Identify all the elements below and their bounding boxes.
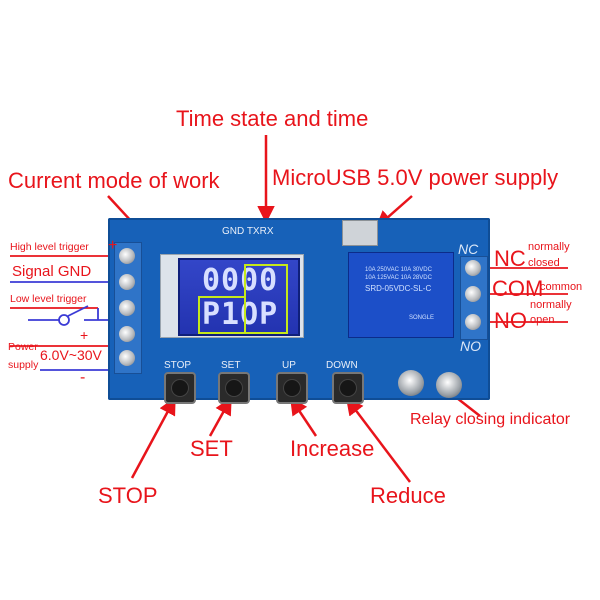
- relay-text-2: 10A 125VAC 10A 28VDC: [365, 275, 432, 281]
- right-terminal-lines: [476, 267, 568, 323]
- label-voltage: 6.0V~30V: [40, 347, 102, 363]
- relay-text-3: SRD-05VDC-SL-C: [365, 284, 432, 293]
- silk-stop: STOP: [164, 360, 192, 371]
- arrow-set: [208, 396, 232, 437]
- minus-power: -: [80, 369, 86, 386]
- silk-nc: NC: [458, 241, 479, 257]
- screw-terminal-1: [119, 248, 135, 264]
- label-current-mode: Current mode of work: [8, 168, 220, 193]
- relay-text-1: 10A 250VAC 10A 30VDC: [365, 267, 432, 273]
- label-nc-desc-1: normally: [528, 241, 570, 253]
- silk-no: NO: [460, 338, 481, 354]
- label-stop: STOP: [98, 483, 158, 508]
- screw-terminal-2: [119, 274, 135, 290]
- capacitor-1: [398, 370, 424, 396]
- label-nc-desc-2: closed: [528, 257, 560, 269]
- arrow-reduce: [345, 397, 411, 483]
- lcd-mode-digits: P1OP: [202, 297, 279, 332]
- capacitor-2: [436, 372, 462, 398]
- label-supply: supply: [8, 359, 39, 371]
- silk-up: UP: [282, 360, 296, 371]
- silk-set: SET: [221, 360, 241, 371]
- plus-power: +: [80, 327, 89, 343]
- lcd-time-digits: 0000: [202, 263, 279, 298]
- label-com-desc: common: [540, 281, 583, 293]
- label-signal-gnd: Signal GND: [12, 263, 92, 280]
- label-set: SET: [190, 436, 233, 461]
- header-label: GND TXRX: [222, 226, 274, 237]
- label-power: Power: [8, 341, 38, 353]
- set-button[interactable]: [218, 372, 250, 404]
- lcd-display: 0000 P1OP: [178, 258, 300, 336]
- label-high-level: High level trigger: [10, 241, 89, 253]
- down-button[interactable]: [332, 372, 364, 404]
- label-nc: NC: [494, 246, 526, 271]
- label-no: NO: [494, 308, 527, 333]
- label-microusb: MicroUSB 5.0V power supply: [272, 165, 559, 190]
- arrow-increase: [290, 397, 318, 437]
- screw-terminal-4: [119, 326, 135, 342]
- label-com: COM: [492, 276, 544, 301]
- up-button[interactable]: [276, 372, 308, 404]
- label-relay-indicator: Relay closing indicator: [410, 411, 571, 428]
- microusb-port: [342, 220, 378, 246]
- lcd-time-highlight: [244, 264, 288, 334]
- plus-top: +: [108, 237, 118, 254]
- lcd-mode-highlight: [198, 296, 246, 334]
- label-reduce: Reduce: [370, 483, 446, 508]
- relay: 10A 250VAC 10A 30VDC 10A 125VAC 10A 28VD…: [348, 252, 454, 338]
- relay-text-4: SONGLE: [409, 315, 435, 321]
- label-no-desc-1: normally: [530, 299, 572, 311]
- label-increase: Increase: [290, 436, 375, 461]
- silk-down: DOWN: [326, 360, 358, 371]
- screw-terminal-3: [119, 300, 135, 316]
- stop-button[interactable]: [164, 372, 196, 404]
- label-no-desc-2: open: [530, 314, 555, 326]
- arrow-stop: [130, 396, 176, 479]
- screw-terminal-nc: [465, 260, 481, 276]
- screw-terminal-no: [465, 314, 481, 330]
- screw-terminal-5: [119, 350, 135, 366]
- label-time-state: Time state and time: [176, 106, 369, 131]
- label-low-level: Low level trigger: [10, 293, 87, 305]
- screw-terminal-com: [465, 286, 481, 302]
